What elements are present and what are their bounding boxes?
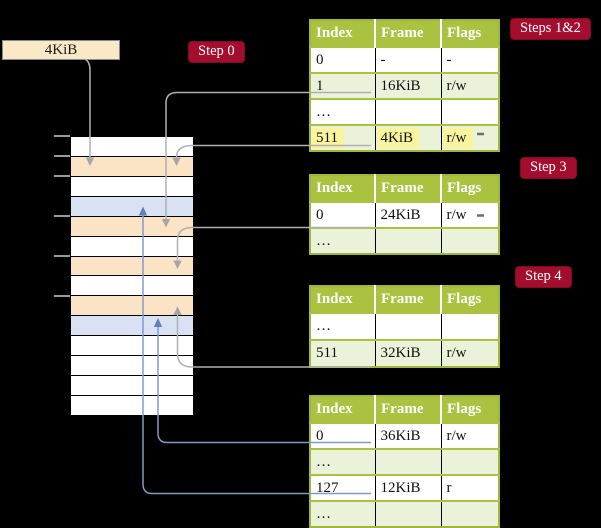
table-cell: r/w xyxy=(441,201,499,228)
table-cell: 16KiB xyxy=(375,72,442,99)
page-size-box: 4KiB xyxy=(2,40,120,60)
highlighted-value: r/w xyxy=(442,127,473,148)
table-cell xyxy=(375,500,442,527)
table-row: 511 4KiB r/w xyxy=(310,124,499,151)
highlighted-value: 511 xyxy=(312,127,344,148)
memory-row-white xyxy=(71,336,193,357)
step-label-0: Step 0 xyxy=(188,41,245,63)
table-row: … xyxy=(310,227,499,254)
memory-row-white xyxy=(71,176,193,197)
table-row: … xyxy=(310,448,499,475)
column-header-frame: Frame xyxy=(375,396,442,423)
memory-row-white xyxy=(71,395,193,415)
table-cell: 511 xyxy=(310,124,376,151)
table-cell: 0 xyxy=(310,422,376,449)
table-cell xyxy=(441,448,499,475)
step-label-3: Step 3 xyxy=(520,157,577,179)
table-cell: r/w xyxy=(441,72,499,99)
column-header-frame: Frame xyxy=(375,286,442,313)
table-cell xyxy=(375,312,442,340)
column-header-flags: Flags xyxy=(441,175,499,202)
highlighted-value: 4KiB xyxy=(376,127,420,148)
column-header-flags: Flags xyxy=(441,20,499,47)
table-cell: … xyxy=(310,448,376,475)
table-cell: r/w xyxy=(441,339,499,367)
table-cell: … xyxy=(310,312,376,340)
table-cell: … xyxy=(310,500,376,527)
memory-row-white xyxy=(71,376,193,396)
table-cell xyxy=(375,98,442,125)
table-row: … xyxy=(310,312,499,340)
address-tick xyxy=(54,255,70,257)
table-cell xyxy=(441,500,499,527)
address-tick xyxy=(54,295,70,297)
table-row: … xyxy=(310,500,499,527)
table-cell: r/w xyxy=(441,124,499,151)
address-tick xyxy=(54,155,70,157)
table-cell: 1 xyxy=(310,72,376,99)
memory-row-white xyxy=(71,137,193,157)
memory-row-white xyxy=(71,276,193,297)
table-cell: 127 xyxy=(310,474,376,501)
table-cell: … xyxy=(310,227,376,254)
memory-row-orange xyxy=(71,156,193,177)
memory-column xyxy=(70,136,194,416)
column-header-index: Index xyxy=(310,175,376,202)
table-cell xyxy=(441,312,499,340)
memory-row-white xyxy=(71,236,193,257)
page-size-label: 4KiB xyxy=(44,42,78,58)
table-cell: 4KiB xyxy=(375,124,442,151)
table-cell: 24KiB xyxy=(375,201,442,228)
table-row: 0-- xyxy=(310,46,499,73)
memory-row-orange xyxy=(71,296,193,317)
memory-row-orange xyxy=(71,216,193,237)
table-cell: - xyxy=(375,46,442,73)
table-cell: 511 xyxy=(310,339,376,367)
memory-row-orange xyxy=(71,256,193,277)
address-tick xyxy=(54,215,70,217)
table-cell: 12KiB xyxy=(375,474,442,501)
step-label-1-2: Steps 1&2 xyxy=(510,18,591,40)
memory-row-white xyxy=(71,356,193,377)
column-header-frame: Frame xyxy=(375,20,442,47)
table-cell xyxy=(375,227,442,254)
table-row: … xyxy=(310,98,499,125)
table-cell: 36KiB xyxy=(375,422,442,449)
column-header-index: Index xyxy=(310,20,376,47)
address-tick xyxy=(54,135,70,137)
column-header-index: Index xyxy=(310,396,376,423)
memory-row-blue xyxy=(71,196,193,217)
table-cell: r/w xyxy=(441,422,499,449)
table-cell xyxy=(441,98,499,125)
table-cell: - xyxy=(441,46,499,73)
column-header-index: Index xyxy=(310,286,376,313)
table-cell: 0 xyxy=(310,46,376,73)
address-tick xyxy=(54,175,70,177)
table-cell: … xyxy=(310,98,376,125)
table-cell: r xyxy=(441,474,499,501)
table-cell: 32KiB xyxy=(375,339,442,367)
column-header-frame: Frame xyxy=(375,175,442,202)
table-cell xyxy=(441,227,499,254)
table-cell: 0 xyxy=(310,201,376,228)
table-cell xyxy=(375,448,442,475)
step-label-4: Step 4 xyxy=(515,266,572,288)
column-header-flags: Flags xyxy=(441,396,499,423)
column-header-flags: Flags xyxy=(441,286,499,313)
memory-row-blue xyxy=(71,316,193,337)
